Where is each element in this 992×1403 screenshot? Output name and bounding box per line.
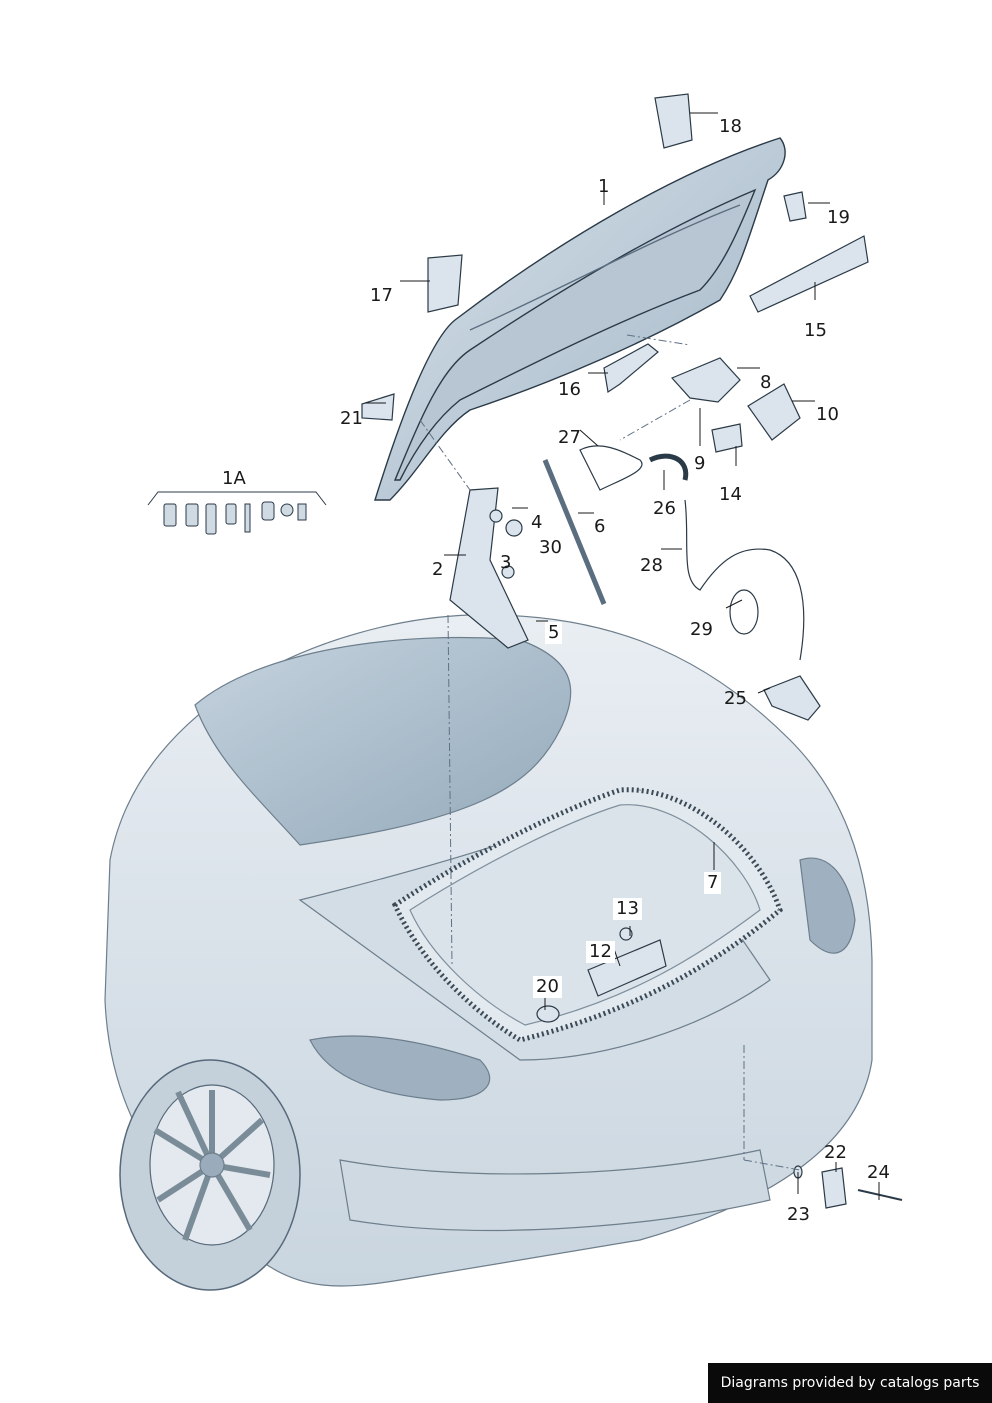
callout-2: 2 [432, 559, 444, 580]
cable-28 [684, 499, 805, 661]
fastener-set-1A [147, 491, 327, 535]
callout-29: 29 [690, 619, 713, 640]
callout-8: 8 [760, 372, 772, 393]
part-22 [821, 1167, 847, 1209]
callout-1A: 1A [222, 468, 246, 489]
callout-19: 19 [827, 207, 850, 228]
callout-24: 24 [867, 1162, 890, 1183]
cable-27 [579, 445, 643, 491]
callout-25: 25 [724, 688, 747, 709]
callout-15: 15 [804, 320, 827, 341]
parts-group [361, 93, 903, 1209]
part-30 [505, 519, 523, 537]
part-20 [536, 1005, 560, 1023]
callout-30: 30 [539, 537, 562, 558]
callout-1: 1 [598, 176, 610, 197]
part-19 [783, 191, 807, 222]
callout-23: 23 [787, 1204, 810, 1225]
callout-4: 4 [531, 512, 543, 533]
part-8 [670, 357, 741, 403]
tailgate-lid [374, 137, 786, 501]
part-25 [763, 675, 821, 721]
callout-10: 10 [816, 404, 839, 425]
part-10 [747, 383, 801, 441]
callout-5: 5 [545, 622, 563, 644]
part-24 [857, 1189, 903, 1201]
gas-strut [542, 459, 607, 605]
part-26 [648, 453, 689, 481]
part-15 [749, 235, 869, 313]
clip-29 [729, 589, 759, 635]
part-14 [711, 423, 743, 453]
part-13 [619, 927, 633, 941]
credit-banner: Diagrams provided by catalogs parts [708, 1363, 992, 1403]
callout-26: 26 [653, 498, 676, 519]
callout-21: 21 [340, 408, 363, 429]
callout-3: 3 [500, 552, 512, 573]
callout-22: 22 [824, 1142, 847, 1163]
callout-17: 17 [370, 285, 393, 306]
part-17 [427, 254, 463, 313]
dashed-connectors [419, 334, 801, 1171]
callout-18: 18 [719, 116, 742, 137]
callout-27: 27 [558, 427, 581, 448]
callout-28: 28 [640, 555, 663, 576]
part-4 [489, 509, 503, 523]
callout-20: 20 [533, 976, 562, 998]
part-21 [361, 393, 395, 421]
car-rear-body [104, 614, 873, 1291]
callout-13: 13 [613, 898, 642, 920]
part-3 [501, 565, 515, 579]
part-18 [654, 93, 693, 149]
callout-6: 6 [594, 516, 606, 537]
callout-14: 14 [719, 484, 742, 505]
callout-16: 16 [558, 379, 581, 400]
callout-12: 12 [586, 941, 615, 963]
callout-7: 7 [704, 872, 722, 894]
part-16 [603, 343, 659, 394]
callout-9: 9 [694, 453, 706, 474]
part-12 [587, 939, 667, 997]
